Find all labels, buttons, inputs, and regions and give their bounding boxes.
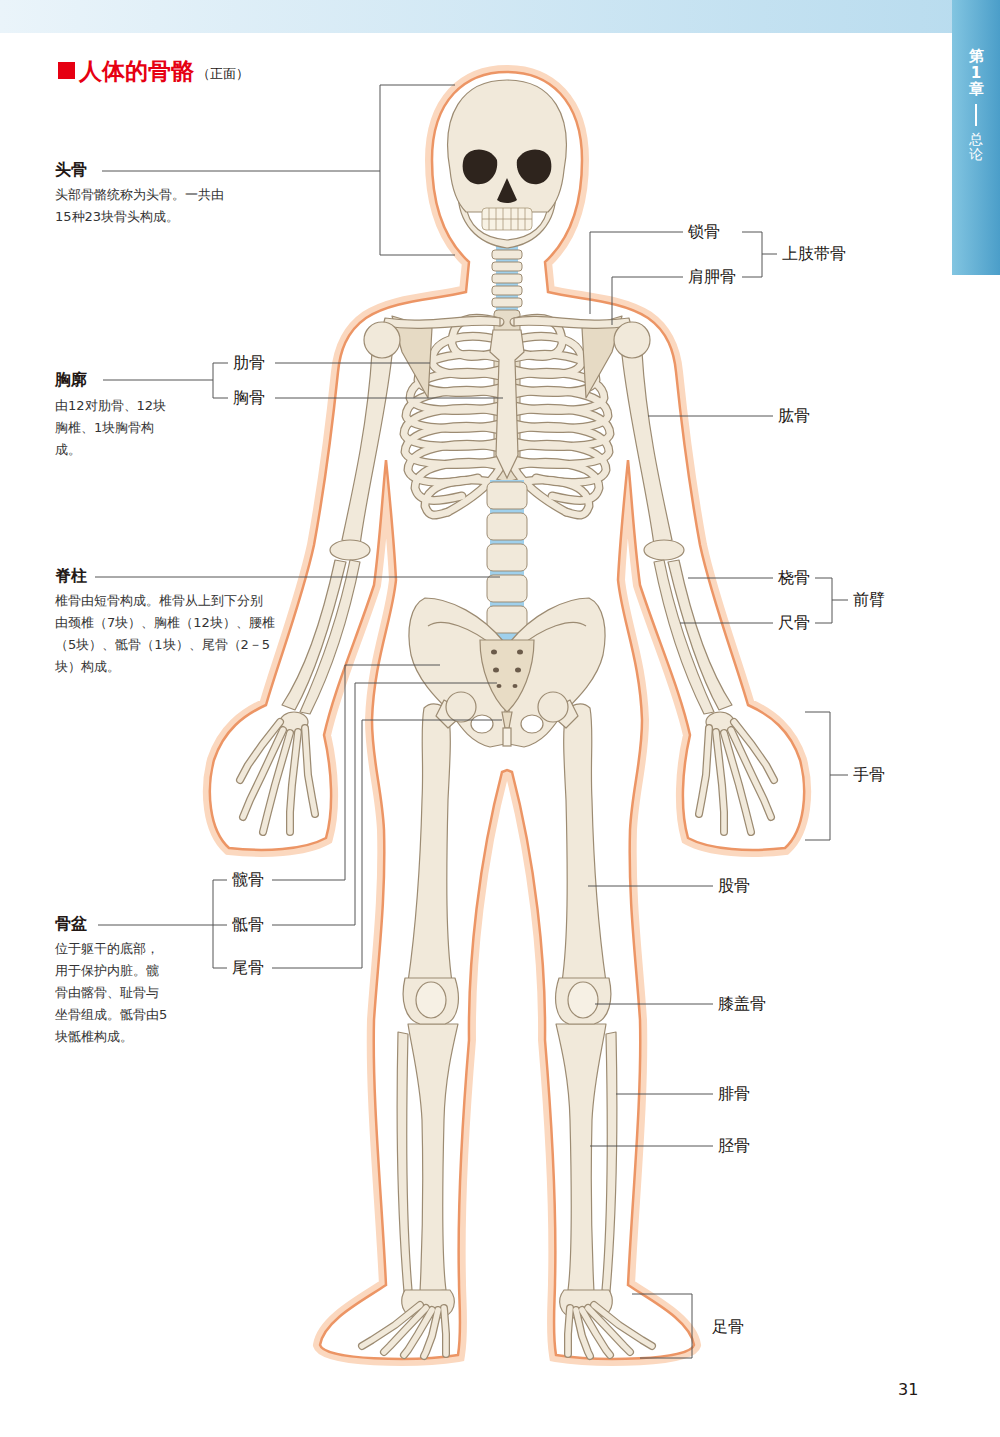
sternum (490, 330, 524, 478)
skull (482, 208, 532, 230)
lumbar-vertebrae (487, 575, 527, 602)
skull (497, 178, 517, 203)
neck-vertebrae (492, 262, 522, 271)
sacrum (480, 640, 534, 712)
part-label: 肱骨 (778, 406, 810, 426)
description-note: 由12对肋骨、12块胸椎、1块胸骨构成。 (55, 395, 173, 461)
sacrum (502, 712, 512, 728)
description-note: 椎骨由短骨构成。椎骨从上到下分别由颈椎（7块）、胸椎（12块）、腰椎（5块）、骶… (55, 590, 275, 678)
sacrum (491, 650, 497, 655)
sacrum (497, 684, 502, 688)
leader-lines (595, 1004, 713, 1005)
part-label: 骶骨 (232, 915, 264, 935)
skull (482, 208, 532, 230)
leader-lines (680, 623, 773, 624)
skull (448, 80, 567, 212)
ribs (404, 318, 610, 515)
view-note: （正面） (197, 65, 249, 83)
sacrum (480, 640, 534, 746)
leader-lines (832, 600, 848, 601)
leader-lines (688, 578, 773, 579)
section-heading: 头骨 (55, 160, 87, 180)
leader-lines (380, 85, 455, 255)
part-label: 足骨 (712, 1317, 744, 1337)
neck-vertebrae (492, 286, 522, 295)
body-outline (210, 72, 804, 1359)
leader-lines (742, 232, 762, 277)
leader-lines (275, 363, 430, 364)
leader-lines (805, 712, 830, 840)
leader-lines (632, 1294, 692, 1358)
title-marker (58, 62, 75, 79)
right-bones (509, 316, 774, 1356)
figure-title: 人体的骨骼 (79, 56, 194, 86)
part-label: 胫骨 (718, 1136, 750, 1156)
top-band (0, 0, 1000, 33)
sacrum (515, 668, 521, 673)
leader-lines (815, 578, 832, 623)
leader-lines (590, 232, 683, 314)
sacrum (503, 728, 511, 746)
part-label: 前臂 (853, 590, 885, 610)
leader-lines (590, 1146, 713, 1147)
leader-lines (272, 720, 502, 968)
skull (463, 150, 498, 185)
chapter-number: 第1章 (969, 48, 984, 98)
part-label: 锁骨 (688, 222, 720, 242)
sacrum (513, 684, 518, 688)
description-note: 位于躯干的底部，用于保护内脏。髋骨由髂骨、耻骨与坐骨组成。骶骨由5块骶椎构成。 (55, 938, 170, 1048)
leader-lines (213, 880, 227, 968)
chapter-tab: 第1章总论 (952, 0, 1000, 275)
body-glow (210, 72, 804, 1359)
leader-lines (272, 665, 440, 880)
leader-lines (272, 683, 497, 925)
skull (517, 150, 552, 185)
part-label: 尺骨 (778, 613, 810, 633)
part-label: 髋骨 (232, 870, 264, 890)
lumbar-vertebrae (487, 606, 527, 633)
sacrum (493, 668, 499, 673)
lumbar-vertebrae (487, 544, 527, 571)
lumbar-vertebrae (487, 480, 527, 640)
leader-lines (588, 886, 713, 887)
leader-lines (103, 380, 213, 381)
part-label: 手骨 (853, 765, 885, 785)
section-heading: 胸廓 (55, 370, 87, 390)
part-label: 胸骨 (233, 388, 265, 408)
neck-vertebrae (492, 274, 522, 283)
page-number: 31 (898, 1380, 918, 1400)
sacrum (517, 650, 523, 655)
leader-lines (612, 277, 683, 325)
leader-lines (102, 171, 380, 172)
section-heading: 脊柱 (55, 566, 87, 586)
leader-lines (95, 85, 848, 1358)
part-label: 膝盖骨 (718, 994, 766, 1014)
leader-lines (98, 925, 227, 926)
chapter-dash (975, 104, 977, 126)
part-label: 肋骨 (233, 353, 265, 373)
leader-lines (213, 363, 228, 398)
section-heading: 骨盆 (55, 914, 87, 934)
skull (448, 80, 567, 248)
leader-lines (616, 1094, 713, 1095)
part-label: 股骨 (718, 876, 750, 896)
part-label: 肩胛骨 (688, 267, 736, 287)
part-label: 上肢带骨 (782, 244, 846, 264)
part-label: 尾骨 (232, 958, 264, 978)
lumbar-vertebrae (487, 482, 527, 509)
chapter-name: 总论 (969, 132, 983, 163)
leader-lines (648, 416, 773, 417)
lumbar-vertebrae (487, 513, 527, 540)
neck-vertebrae (492, 250, 522, 259)
description-note: 头部骨骼统称为头骨。一共由15种23块骨头构成。 (55, 184, 225, 228)
part-label: 桡骨 (778, 568, 810, 588)
leader-lines (830, 775, 848, 776)
left-bones (240, 316, 505, 1356)
leader-lines (95, 577, 500, 578)
neck-vertebrae (492, 298, 522, 307)
part-label: 腓骨 (718, 1084, 750, 1104)
leader-lines (275, 398, 503, 399)
leader-lines (762, 254, 777, 255)
